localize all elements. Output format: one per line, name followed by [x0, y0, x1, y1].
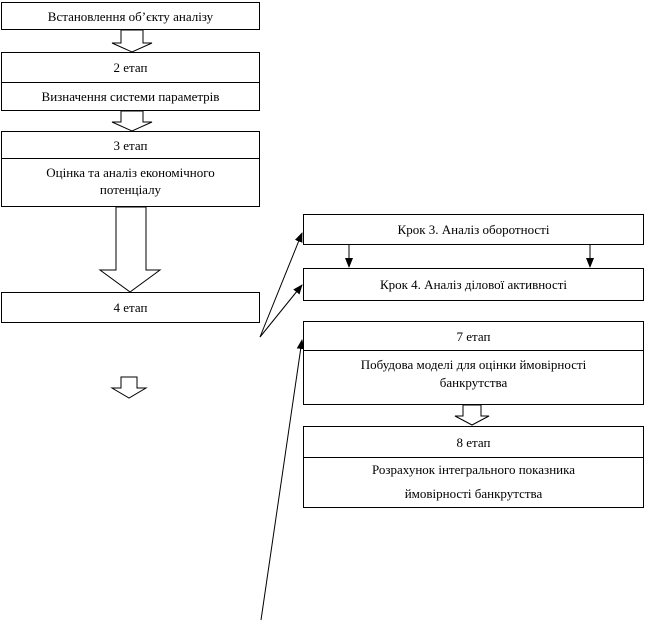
- step8-divider: [304, 457, 643, 458]
- step2-divider: [2, 82, 259, 83]
- step1-label: Встановлення об’єкту аналізу: [47, 8, 214, 24]
- step7-label-line1: Побудова моделі для оцінки ймовірності: [360, 357, 587, 372]
- krok4-label: Крок 4. Аналіз ділової активності: [379, 277, 568, 292]
- krok4-box: Крок 4. Аналіз ділової активності: [303, 268, 644, 301]
- step8-stage: 8 етап: [456, 434, 491, 450]
- step7-divider: [304, 350, 643, 351]
- step2-label: Визначення системи параметрів: [41, 89, 220, 104]
- krok3-label: Крок 3. Аналіз оборотності: [397, 222, 550, 237]
- step8-box: 8 етап Розрахунок інтегрального показник…: [303, 426, 644, 508]
- step3-label-line2: потенціалу: [99, 182, 162, 197]
- step4-stage: 4 етап: [113, 300, 148, 315]
- block-arrow-1-2: [111, 29, 153, 53]
- block-arrow-2-3: [111, 110, 153, 132]
- step3-stage: 3 етап: [113, 137, 148, 153]
- krok3-box: Крок 3. Аналіз оборотності: [303, 214, 644, 245]
- diagonal-arrow-to-step7: [260, 339, 305, 621]
- step1-box: Встановлення об’єкту аналізу: [1, 2, 260, 30]
- step3-box: 3 етап Оцінка та аналіз економічного пот…: [1, 131, 260, 207]
- step7-stage: 7 етап: [456, 328, 491, 344]
- step3-divider: [2, 158, 259, 159]
- step7-box: 7 етап Побудова моделі для оцінки ймовір…: [303, 321, 644, 405]
- diagonal-arrow-to-krok3: [259, 232, 303, 338]
- step3-label-line1: Оцінка та аналіз економічного: [46, 165, 215, 180]
- block-arrow-7-8: [454, 404, 490, 426]
- step7-label-line2: банкрутства: [439, 375, 508, 390]
- step2-box: 2 етап Визначення системи параметрів: [1, 52, 260, 111]
- step4-box: 4 етап: [1, 292, 260, 323]
- step8-label-line1: Розрахунок інтегрального показника: [372, 462, 575, 477]
- block-arrow-3-4: [98, 206, 162, 293]
- step8-label-line2: ймовірності банкрутства: [404, 486, 543, 501]
- block-arrow-below-4: [110, 376, 148, 399]
- diagonal-arrow-to-krok4: [259, 284, 303, 338]
- step2-stage: 2 етап: [113, 60, 148, 75]
